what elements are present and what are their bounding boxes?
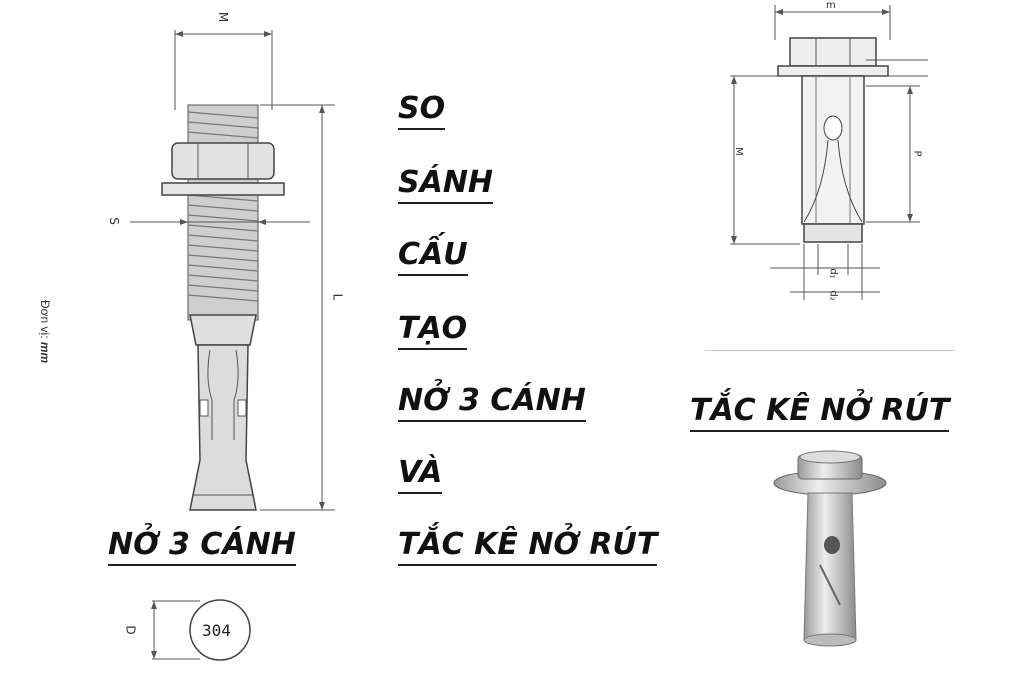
unit-note: Đơn vị: mm	[38, 300, 52, 363]
right-dim-d1-label: d₁	[827, 268, 839, 279]
right-caption: TẮC KÊ NỞ RÚT	[690, 394, 950, 432]
material-circle-drawing	[151, 599, 251, 661]
right-dim-m-label: M	[732, 147, 744, 156]
right-dim-top-label: m	[826, 0, 836, 11]
sleeve-anchor-photo	[773, 450, 887, 647]
left-caption: NỞ 3 CÁNH	[108, 528, 296, 566]
title-word-6: VÀ	[398, 456, 443, 494]
dim-m-label: M	[216, 11, 231, 23]
three-wing-anchor-drawing	[130, 30, 335, 511]
divider	[705, 350, 955, 351]
material-mark: 304	[202, 621, 231, 640]
dim-s-label: S	[106, 217, 121, 225]
title-word-4: TẠO	[398, 312, 468, 350]
dim-l-label: L	[330, 293, 345, 301]
sleeve-anchor-drawing	[730, 5, 928, 300]
title-word-7: TẮC KÊ NỞ RÚT	[398, 528, 658, 566]
right-dim-p-label: P	[911, 150, 923, 157]
dim-d-label: D	[123, 625, 138, 635]
unit-value: mm	[38, 341, 52, 364]
title-word-3: CẤU	[398, 238, 468, 276]
right-dim-d2-label: d₂	[827, 290, 839, 301]
title-word-5: NỞ 3 CÁNH	[398, 384, 586, 422]
title-word-2: SÁNH	[398, 166, 494, 204]
title-word-1: SO	[398, 92, 446, 130]
unit-label: Đơn vị:	[38, 300, 52, 342]
